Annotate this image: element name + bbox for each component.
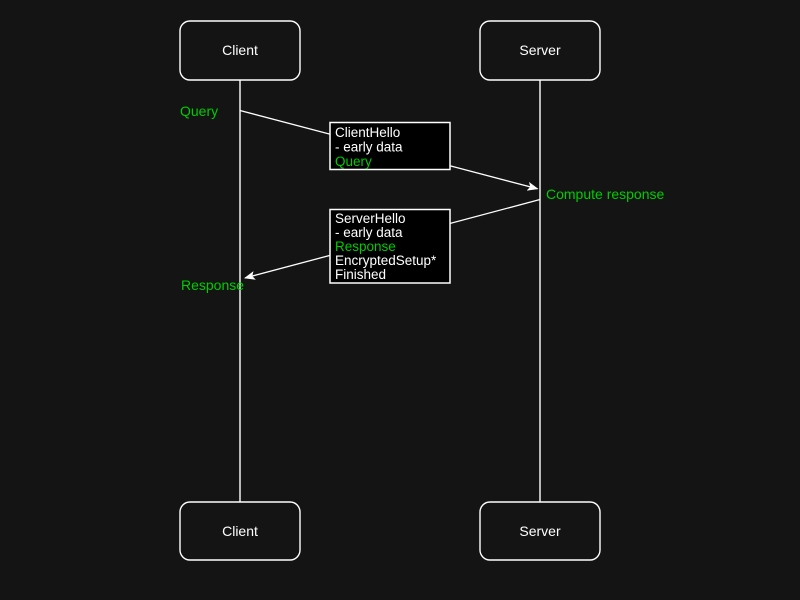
actor-client-bottom: Client — [179, 501, 301, 561]
actor-client-bottom-label: Client — [222, 523, 258, 539]
actor-server-top: Server — [479, 20, 601, 81]
message-line: - early data — [335, 225, 403, 240]
message-line: Query — [335, 154, 372, 169]
actor-server-bottom: Server — [479, 501, 601, 561]
message-line: Finished — [335, 267, 386, 282]
query-annotation: Query — [180, 103, 218, 119]
actor-server-top-label: Server — [519, 42, 561, 58]
message-line: Response — [335, 239, 396, 254]
message-line: ServerHello — [335, 211, 406, 226]
response-annotation: Response — [181, 277, 244, 293]
message-line: ClientHello — [335, 125, 400, 140]
actor-client-top-label: Client — [222, 42, 258, 58]
client-hello-box — [329, 121, 451, 171]
actor-server-bottom-box — [479, 501, 601, 561]
actor-client-top-box — [179, 20, 301, 81]
server-hello-message: ServerHello - early data Response Encryp… — [329, 208, 451, 284]
server-hello-box — [329, 208, 451, 284]
message-line: - early data — [335, 140, 403, 155]
actor-server-bottom-label: Server — [519, 523, 561, 539]
client-hello-message: ClientHello - early data Query — [329, 121, 451, 171]
message-line: EncryptedSetup* — [335, 253, 437, 268]
actor-client-bottom-box — [179, 501, 301, 561]
compute-response-annotation: Compute response — [546, 186, 665, 202]
client-hello-text: ClientHello - early data Query — [335, 125, 406, 169]
actor-client-top: Client — [179, 20, 301, 81]
actor-server-top-box — [479, 20, 601, 81]
server-hello-text: ServerHello - early data Response Encryp… — [335, 211, 440, 282]
